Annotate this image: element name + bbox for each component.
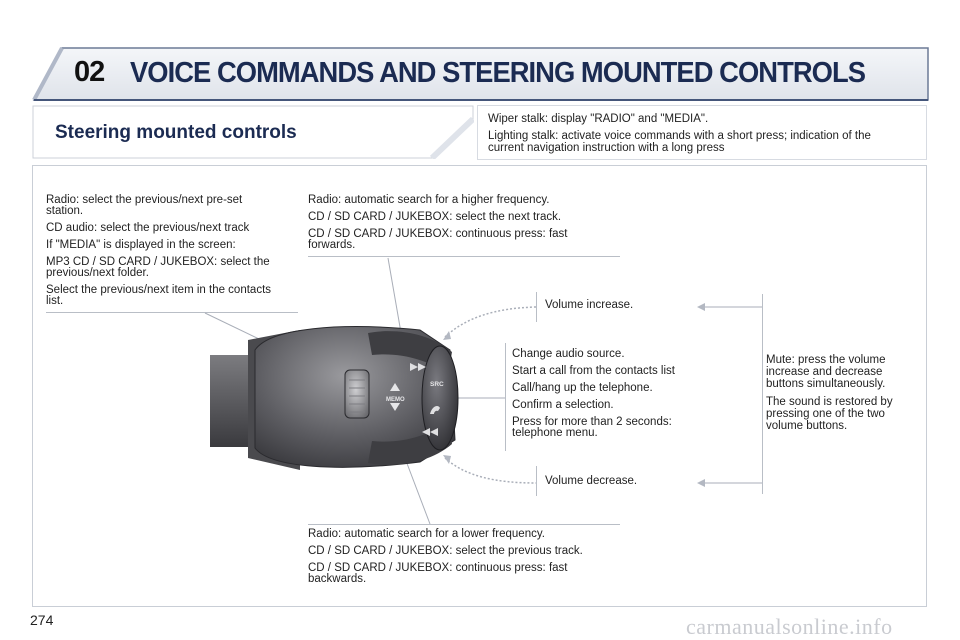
left-text-5a: Select the previous/next item in the con… xyxy=(46,284,272,296)
page-number: 274 xyxy=(30,612,54,628)
contacts-call-text: Start a call from the contacts list xyxy=(512,365,675,377)
main-panel xyxy=(32,165,927,607)
left-text-4a: MP3 CD / SD CARD / JUKEBOX: select the xyxy=(46,256,270,268)
center-rule xyxy=(505,343,506,451)
watermark: carmanualsonline.info xyxy=(686,614,893,639)
left-text-5b: list. xyxy=(46,295,64,307)
next-divider xyxy=(308,256,620,257)
volume-increase-text: Volume increase. xyxy=(545,299,634,311)
lighting-stalk-text-1: Lighting stalk: activate voice commands … xyxy=(488,130,871,142)
header-banner xyxy=(32,47,929,101)
mute-text-1b: increase and decrease xyxy=(766,366,883,378)
left-text-2: CD audio: select the previous/next track xyxy=(46,222,250,234)
mute-rule xyxy=(762,294,763,494)
volume-decrease-text: Volume decrease. xyxy=(545,475,638,487)
hangup-text: Call/hang up the telephone. xyxy=(512,382,653,394)
section-title: Steering mounted controls xyxy=(55,122,297,143)
stalk-info-box xyxy=(477,105,927,160)
mute-text-2a: The sound is restored by xyxy=(766,396,893,408)
left-text-4b: previous/next folder. xyxy=(46,267,149,279)
prev-text-3a: CD / SD CARD / JUKEBOX: continuous press… xyxy=(308,562,568,574)
next-text-2: CD / SD CARD / JUKEBOX: select the next … xyxy=(308,211,562,223)
prev-divider xyxy=(308,524,620,525)
chapter-number: 02 xyxy=(74,56,105,88)
mute-text-1a: Mute: press the volume xyxy=(766,354,886,366)
prev-text-2: CD / SD CARD / JUKEBOX: select the previ… xyxy=(308,545,583,557)
left-divider xyxy=(46,312,298,313)
prev-text-1: Radio: automatic search for a lower freq… xyxy=(308,528,545,540)
phone-menu-text-b: telephone menu. xyxy=(512,427,598,439)
lighting-stalk-text-2: current navigation instruction with a lo… xyxy=(488,142,725,154)
left-text-3: If "MEDIA" is displayed in the screen: xyxy=(46,239,236,251)
phone-menu-text-a: Press for more than 2 seconds: xyxy=(512,416,672,428)
left-text-1a: Radio: select the previous/next pre-set xyxy=(46,194,243,206)
section-tab xyxy=(32,105,474,159)
mute-text-2b: pressing one of the two xyxy=(766,408,885,420)
confirm-text: Confirm a selection. xyxy=(512,399,614,411)
wiper-stalk-text: Wiper stalk: display "RADIO" and "MEDIA"… xyxy=(488,113,709,125)
mute-text-1c: buttons simultaneously. xyxy=(766,378,886,390)
vol-down-rule xyxy=(536,466,537,496)
vol-up-rule xyxy=(536,292,537,322)
next-text-1: Radio: automatic search for a higher fre… xyxy=(308,194,550,206)
mute-text-2c: volume buttons. xyxy=(766,420,848,432)
page-title: VOICE COMMANDS AND STEERING MOUNTED CONT… xyxy=(130,57,866,89)
next-text-3a: CD / SD CARD / JUKEBOX: continuous press… xyxy=(308,228,568,240)
prev-text-3b: backwards. xyxy=(308,573,367,585)
left-text-1b: station. xyxy=(46,205,84,217)
src-text: Change audio source. xyxy=(512,348,625,360)
next-text-3b: forwards. xyxy=(308,239,356,251)
